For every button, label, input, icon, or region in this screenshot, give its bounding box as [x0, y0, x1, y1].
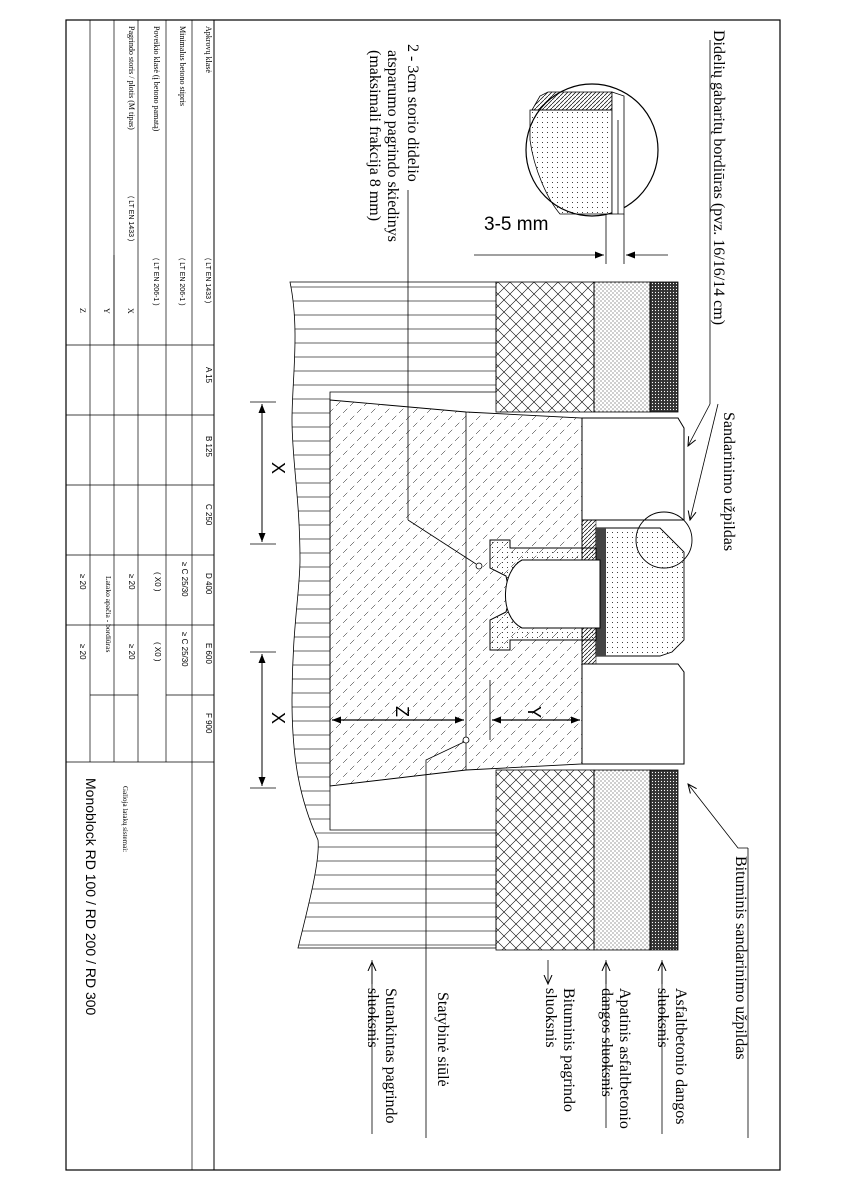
cell-z-d400: ≥ 20 — [78, 574, 87, 590]
bitumen-base-top — [495, 281, 595, 413]
callout-layer-lower-2: dangos sluoksnis — [598, 988, 615, 1097]
joint-leader — [425, 741, 465, 1138]
row-sub-z: Z — [78, 308, 87, 313]
top-asphalt-bottom — [649, 769, 679, 951]
callout-bitumen-seal: Bituminis sandarinimo užpildas — [732, 856, 749, 1060]
row-std-base: ( LT EN 1433 ) — [127, 196, 134, 241]
row-std-min-strength: ( LT EN 206-1 ) — [178, 258, 185, 306]
cell-strength-d400: ≥ C 25/30 — [180, 562, 189, 597]
row-sub-y: Y — [102, 308, 111, 314]
row-label-min-strength: Minimalus betono stipris — [178, 26, 187, 106]
compacted-base — [289, 281, 497, 949]
cell-z-e600: ≥ 20 — [78, 644, 87, 660]
cell-e600: E 600 — [204, 643, 213, 664]
callout-big-curb: Didelių gabaritų bordiūras (pvz. 16/16/1… — [710, 30, 727, 325]
gap-label: 3-5 mm — [484, 214, 548, 235]
product-name: Monoblock RD 100 / RD 200 / RD 300 — [83, 778, 99, 1016]
detail-magnifier — [525, 83, 659, 264]
cell-d400: D 400 — [204, 573, 213, 595]
cell-x-d400: ≥ 20 — [127, 574, 136, 590]
callout-layer-bitbase-2: sluoksnis — [542, 988, 559, 1048]
callout-layer-lower-1: Apatinis asfaltbetonio — [616, 988, 633, 1129]
dim-x-top — [250, 401, 276, 545]
row-std-load-class: ( LT EN 1433 ) — [204, 258, 211, 303]
leader-big-curb — [688, 403, 711, 446]
dim-z-label: Z — [392, 706, 412, 717]
dim-x-bottom-label: X — [268, 712, 288, 724]
row-sub-x: X — [126, 308, 135, 314]
cell-exposure-e600: ( X0 ) — [153, 642, 162, 662]
row-std-exposure: ( LT EN 206-1 ) — [152, 258, 159, 306]
callout-bedding-1: 2 - 3cm storio didelio — [404, 44, 421, 182]
callout-bedding-2: atsparumo pagrindo skiedinys — [384, 50, 401, 242]
lower-asphalt-bottom — [593, 769, 651, 951]
curb-bottom — [581, 663, 685, 765]
callout-bedding-3: (maksimali frakcija 8 mm) — [366, 50, 383, 221]
dim-y-label: Y — [524, 706, 544, 718]
cell-b125: B 125 — [204, 436, 213, 457]
row-label-base: Pagrindo storis / plotis (M tipas) — [127, 26, 136, 130]
system-label: Galioja latakų sistemai: — [121, 786, 129, 852]
curb-top — [581, 417, 685, 521]
grate-edge — [596, 528, 606, 656]
cell-y-merged: Latako apačia - bordiūras — [104, 576, 113, 653]
callout-layer-asphalt-1: Asfaltbetonio dangos — [672, 988, 689, 1124]
cell-f900: F 900 — [204, 713, 213, 734]
callout-compacted-1: Sutankintas pagrindo — [382, 988, 399, 1124]
channel-grate — [595, 527, 685, 657]
detail-circle-small — [635, 511, 693, 569]
cell-a15: A 15 — [204, 367, 213, 384]
dim-x-bottom — [250, 651, 276, 789]
frame-border — [65, 19, 781, 1171]
cell-exposure-d400: ( X0 ) — [153, 572, 162, 592]
leader-sealing — [690, 403, 719, 520]
leader-bitumen-seal — [688, 784, 748, 849]
bedding-leader — [407, 519, 477, 565]
dim-x-top-label: X — [268, 462, 288, 474]
cell-c250: C 250 — [204, 504, 213, 526]
spec-table — [66, 20, 215, 1170]
callout-layer-asphalt-2: sluoksnis — [654, 988, 671, 1048]
bitumen-base-bottom — [495, 769, 595, 951]
cell-strength-e600: ≥ C 25/30 — [180, 632, 189, 667]
channel-cavity — [505, 559, 601, 629]
joint-marker-bottom — [462, 736, 470, 744]
top-asphalt-top — [649, 281, 679, 413]
lower-asphalt-top — [593, 281, 651, 413]
row-label-exposure: Poveikio klasė (į betono pamatą) — [152, 26, 161, 132]
callout-layer-bitbase-1: Bituminis pagrindo — [560, 988, 577, 1112]
cell-x-e600: ≥ 20 — [127, 644, 136, 660]
callout-construction-joint: Statybinė siūlė — [434, 992, 451, 1087]
callout-sealing-fill: Sandarinimo užpildas — [720, 412, 737, 551]
joint-marker-top — [475, 562, 483, 570]
callout-compacted-2: sluoksnis — [364, 988, 381, 1048]
row-label-load-class: Apkrovų klasė — [204, 26, 213, 73]
